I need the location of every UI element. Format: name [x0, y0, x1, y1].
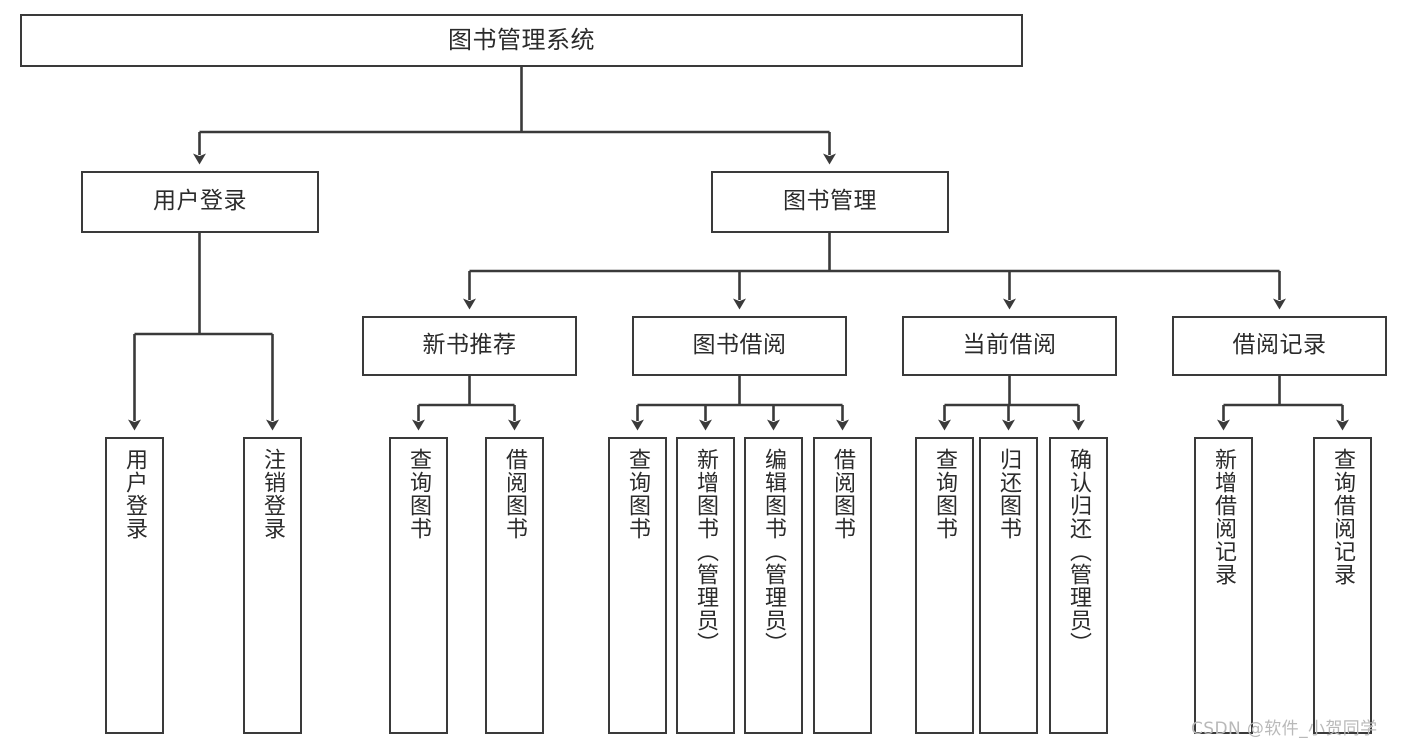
- leaf-label: 注销登录: [260, 448, 286, 540]
- node-root-library-system[interactable]: 图书管理系统: [20, 14, 1023, 67]
- node-book-borrow-label: 图书借阅: [692, 332, 787, 359]
- leaf-label: 新增图书（管理员）: [693, 448, 719, 655]
- leaf-label: 借阅图书: [830, 448, 856, 540]
- leaf-label: 借阅图书: [502, 448, 528, 540]
- leaf-current-borrow-confirm-return-admin[interactable]: 确认归还（管理员）: [1049, 437, 1108, 734]
- node-borrow-record[interactable]: 借阅记录: [1172, 316, 1387, 376]
- node-root-label: 图书管理系统: [448, 26, 595, 55]
- leaf-current-borrow-query-book[interactable]: 查询图书: [915, 437, 974, 734]
- leaf-label: 确认归还（管理员）: [1066, 448, 1092, 655]
- node-book-management-label: 图书管理: [783, 188, 877, 215]
- leaf-current-borrow-return-book[interactable]: 归还图书: [979, 437, 1038, 734]
- node-new-book-recommend-label: 新书推荐: [422, 332, 517, 359]
- leaf-label: 用户登录: [122, 448, 148, 540]
- leaf-new-book-borrow-book[interactable]: 借阅图书: [485, 437, 544, 734]
- node-user-login[interactable]: 用户登录: [81, 171, 319, 233]
- leaf-label: 查询图书: [932, 448, 958, 540]
- node-current-borrow-label: 当前借阅: [962, 332, 1057, 359]
- leaf-label: 查询图书: [625, 448, 651, 540]
- leaf-book-borrow-borrow-book[interactable]: 借阅图书: [813, 437, 872, 734]
- leaf-book-borrow-edit-book-admin[interactable]: 编辑图书（管理员）: [744, 437, 803, 734]
- leaf-user-login-logout[interactable]: 注销登录: [243, 437, 302, 734]
- leaf-user-login-login[interactable]: 用户登录: [105, 437, 164, 734]
- csdn-watermark: CSDN @软件_小贺同学: [1191, 719, 1378, 739]
- leaf-label: 编辑图书（管理员）: [761, 448, 787, 655]
- leaf-book-borrow-query-book[interactable]: 查询图书: [608, 437, 667, 734]
- leaf-book-borrow-add-book-admin[interactable]: 新增图书（管理员）: [676, 437, 735, 734]
- leaf-borrow-record-add-record[interactable]: 新增借阅记录: [1194, 437, 1253, 734]
- node-book-management[interactable]: 图书管理: [711, 171, 949, 233]
- leaf-label: 新增借阅记录: [1211, 448, 1237, 586]
- node-current-borrow[interactable]: 当前借阅: [902, 316, 1117, 376]
- leaf-label: 查询借阅记录: [1330, 448, 1356, 586]
- leaf-label: 归还图书: [996, 448, 1022, 540]
- node-new-book-recommend[interactable]: 新书推荐: [362, 316, 577, 376]
- node-borrow-record-label: 借阅记录: [1232, 332, 1327, 359]
- node-book-borrow[interactable]: 图书借阅: [632, 316, 847, 376]
- node-user-login-label: 用户登录: [153, 188, 247, 215]
- leaf-new-book-query-book[interactable]: 查询图书: [389, 437, 448, 734]
- leaf-borrow-record-query-record[interactable]: 查询借阅记录: [1313, 437, 1372, 734]
- leaf-label: 查询图书: [406, 448, 432, 540]
